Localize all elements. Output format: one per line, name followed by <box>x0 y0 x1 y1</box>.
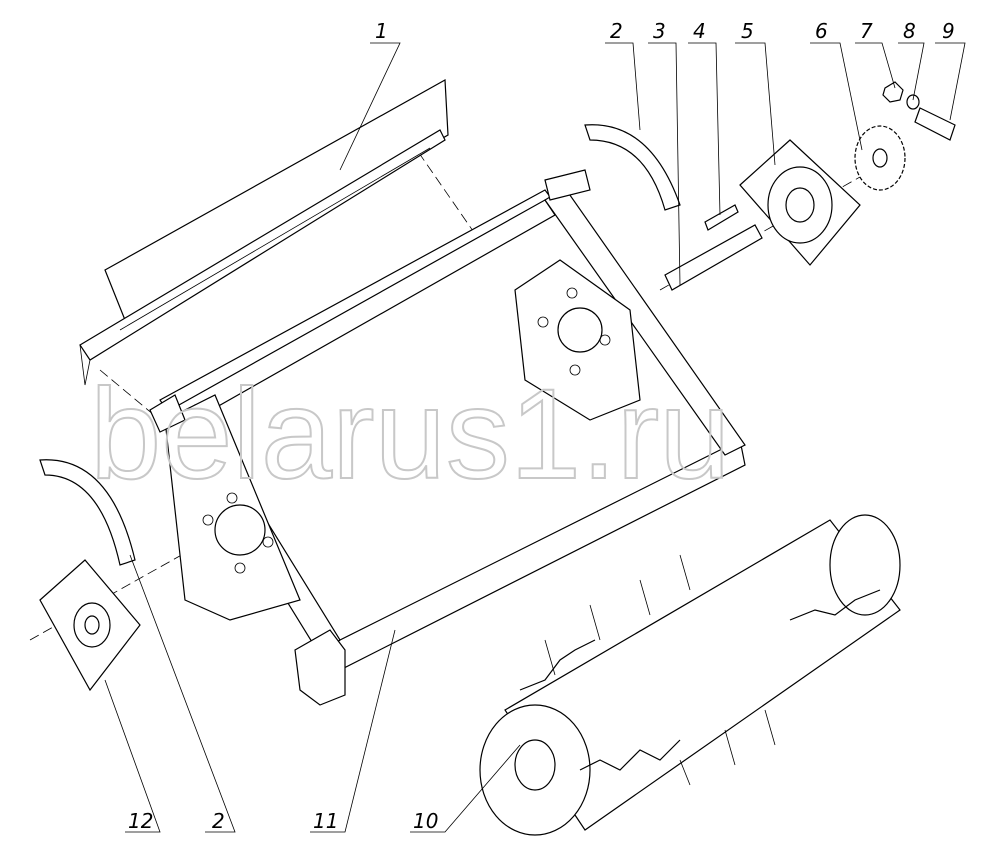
part-11-frame <box>149 169 746 706</box>
part-3-shaft <box>664 224 763 291</box>
callout-leaders <box>104 42 966 833</box>
callout-3: 3 <box>653 19 666 43</box>
callout-7: 7 <box>860 19 873 43</box>
part-4-key <box>704 204 739 231</box>
watermark-text: belarus1.ru <box>90 363 730 506</box>
part-6-sprocket <box>854 125 906 191</box>
part-5-bearing-housing <box>739 139 861 266</box>
part-2-guard-left <box>39 459 136 566</box>
callout-11: 11 <box>313 809 338 833</box>
shield-guide-line-left <box>99 369 161 421</box>
callout-2-bottom: 2 <box>212 809 225 833</box>
callout-4: 4 <box>693 19 706 43</box>
part-8-washer <box>906 94 920 110</box>
part-7-nut <box>882 81 904 103</box>
callout-9: 9 <box>942 19 955 43</box>
part-9-bolt <box>914 107 956 141</box>
callout-12: 12 <box>128 809 153 833</box>
part-10-rotor-drum <box>479 514 901 836</box>
shield-guide-line <box>409 139 501 271</box>
callout-8: 8 <box>903 19 916 43</box>
callout-2-top: 2 <box>610 19 623 43</box>
part-2-guard-top <box>584 124 681 211</box>
callout-10: 10 <box>413 809 438 833</box>
part-12-bearing-plate <box>39 559 141 692</box>
callout-1: 1 <box>375 19 388 43</box>
part-1-shield-plate <box>79 79 449 386</box>
callout-6: 6 <box>815 19 828 43</box>
callout-5: 5 <box>741 19 754 43</box>
